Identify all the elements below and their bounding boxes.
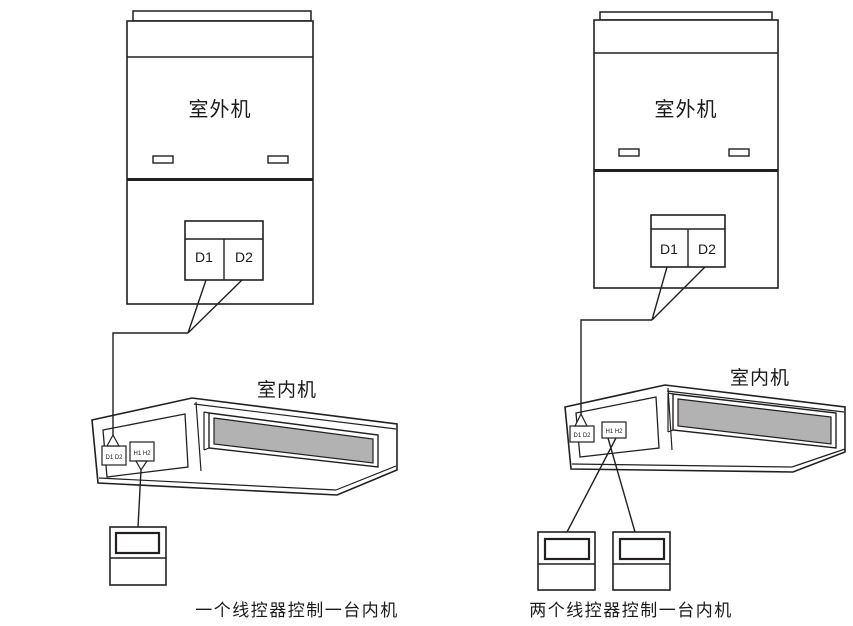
wired-controller — [109, 526, 167, 586]
diagram-caption: 一个线控器控制一台内机 — [195, 601, 399, 620]
vent-slot-right — [267, 155, 289, 164]
air-grille — [667, 392, 837, 449]
outdoor-indoor-communication-wire — [580, 266, 706, 414]
indoor-unit: 室内机 D1 D2 H1 H2 — [91, 379, 398, 496]
right-diagram: 室外机 D1 D2 室内机 — [529, 11, 846, 620]
diagram-caption: 两个线控器控制一台内机 — [529, 601, 733, 620]
terminal-d1-label: D1 — [660, 241, 678, 257]
terminal-d2-label: D2 — [698, 241, 716, 257]
indoor-unit-corner-edge — [195, 401, 202, 472]
indoor-terminal-d-label: D1 D2 — [573, 433, 591, 439]
grille-panel — [677, 398, 832, 445]
wire-connector-arrow — [574, 412, 588, 427]
controller-screen — [618, 537, 666, 561]
indoor-unit-top-edge — [666, 390, 845, 413]
outdoor-unit: 室外机 D1 D2 — [593, 11, 779, 289]
wire-connector-arrow — [105, 433, 121, 447]
controller-screen — [114, 531, 161, 555]
outdoor-terminal-block: D1 D2 — [184, 220, 264, 281]
controller-connector-arrow — [134, 460, 149, 472]
vent-slot-left — [152, 155, 174, 164]
grille-panel — [213, 417, 374, 464]
vent-slot-left — [618, 148, 640, 157]
indoor-unit-corner-edge — [667, 387, 673, 451]
indoor-terminal-d-label: D1 D2 — [105, 455, 123, 461]
terminal-d1-label: D1 — [195, 249, 213, 265]
wired-controller-1 — [537, 531, 596, 591]
indoor-terminal-h-label: H1 H2 — [605, 429, 623, 435]
outdoor-terminal-block: D1 D2 — [650, 214, 726, 268]
outdoor-unit: 室外机 D1 D2 — [126, 10, 314, 305]
vent-slot-right — [728, 148, 750, 157]
controller-screen — [543, 537, 591, 561]
terminal-d2-label: D2 — [235, 249, 253, 265]
left-diagram: 室外机 D1 D2 室内机 — [91, 10, 399, 620]
indoor-unit-top-edge — [193, 403, 397, 430]
grille-flange — [203, 411, 210, 451]
outdoor-indoor-communication-wire — [112, 279, 243, 435]
indoor-unit-label: 室内机 — [730, 367, 790, 389]
indoor-terminal-h-label: H1 H2 — [133, 451, 151, 457]
indoor-unit-bottom-lip — [98, 465, 397, 491]
indoor-unit: 室内机 D1 D2 H1 H2 — [564, 367, 846, 473]
outdoor-unit-label: 室外机 — [655, 98, 718, 121]
controller-wires — [566, 437, 636, 533]
wired-controller-2 — [612, 531, 671, 591]
indoor-terminal-h-box — [601, 421, 627, 439]
outdoor-unit-label: 室外机 — [189, 98, 252, 121]
controller-wire — [137, 469, 142, 528]
outdoor-unit-top-cap — [599, 11, 773, 21]
air-grille — [203, 411, 379, 468]
grille-flange — [667, 392, 674, 433]
indoor-unit-bottom-lip — [571, 448, 846, 468]
outdoor-unit-top-cap — [132, 10, 312, 22]
indoor-unit-label: 室内机 — [257, 379, 317, 401]
